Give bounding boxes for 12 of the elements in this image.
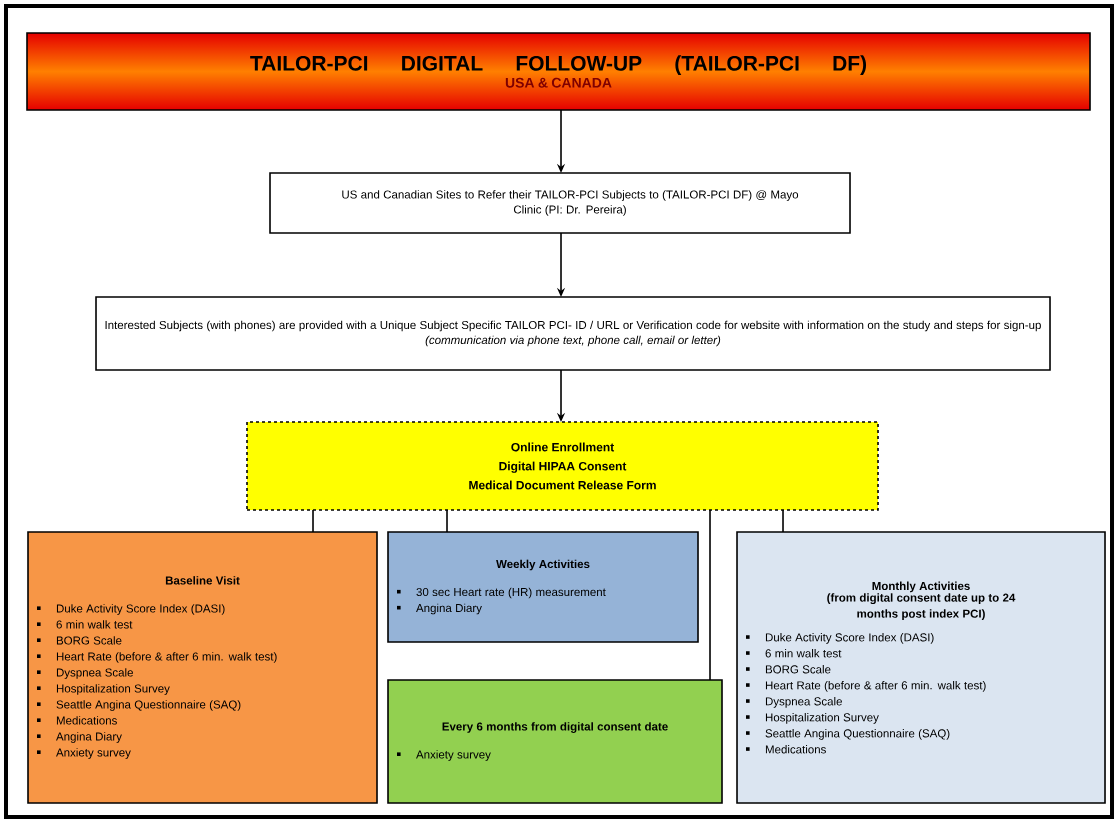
connector-line [312, 509, 314, 533]
title-banner: TAILOR-PCI DIGITAL FOLLOW-UP (TAILOR-PCI DF) USA & CANADA [26, 32, 1091, 111]
activity-box: Every 6 months from digital consent date Anxiety survey [387, 679, 723, 804]
connector-line [709, 509, 711, 681]
activity-box: Baseline Visit Duke Activity Score Index (DASI) 6 min walk test BORG Scale Heart Rate (before & after 6 min. walk test) Dyspnea Scale Hospitalization Survey Seattle Angina Questionnaire (SAQ) Medications Angina Diary Anxiety survey [27, 531, 378, 804]
process-box: Interested Subjects (with phones) are provided with a Unique Subject Specific TAILOR PCI- ID / URL or Verification code for website with information on the study and steps for sign-up (communication via phone text, phone call, email or letter) [95, 296, 1051, 371]
connector-line [782, 509, 784, 533]
process-box: US and Canadian Sites to Refer their TAILOR-PCI Subjects to (TAILOR-PCI DF) @ Mayo Clinic (PI: Dr. Pereira) [269, 172, 851, 234]
activity-box: Weekly Activities 30 sec Heart rate (HR) measurement Angina Diary [387, 531, 699, 643]
activity-box: Monthly Activities (from digital consent date up to 24 months post index PCI) Duke Activity Score Index (DASI) 6 min walk test BORG Scale Heart Rate (before & after 6 min. walk test) Dyspnea Scale Hospitalization Survey Seattle Angina Questionnaire (SAQ) Medications [736, 531, 1106, 804]
connector-line [446, 509, 448, 533]
enrollment-box: Online Enrollment Digital HIPAA Consent Medical Document Release Form [246, 421, 879, 511]
